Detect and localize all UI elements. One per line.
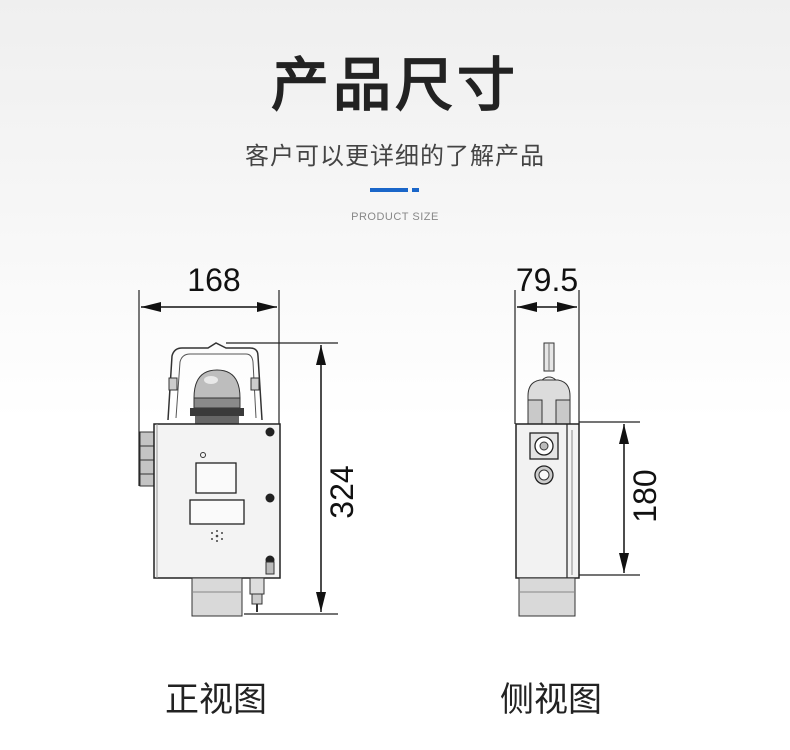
side-width-label: 79.5: [516, 262, 578, 298]
front-height-label: 324: [324, 465, 360, 518]
front-view-drawing: [139, 342, 281, 617]
page-subtitle: 客户可以更详细的了解产品: [245, 142, 545, 170]
side-width-dimension: [514, 290, 580, 424]
side-view-drawing: [515, 342, 580, 617]
side-view-label: 侧视图: [500, 680, 602, 720]
front-width-label: 168: [187, 262, 240, 298]
front-view-label: 正视图: [165, 680, 267, 720]
front-width-dimension: [138, 290, 280, 486]
accent-bar: [370, 188, 408, 192]
section-caption: PRODUCT SIZE: [351, 211, 439, 223]
front-height-dimension: [226, 342, 338, 615]
page-title: 产品尺寸: [270, 51, 519, 119]
side-height-dimension: [579, 421, 640, 576]
side-height-label: 180: [627, 469, 663, 522]
accent-dot: [412, 188, 419, 192]
